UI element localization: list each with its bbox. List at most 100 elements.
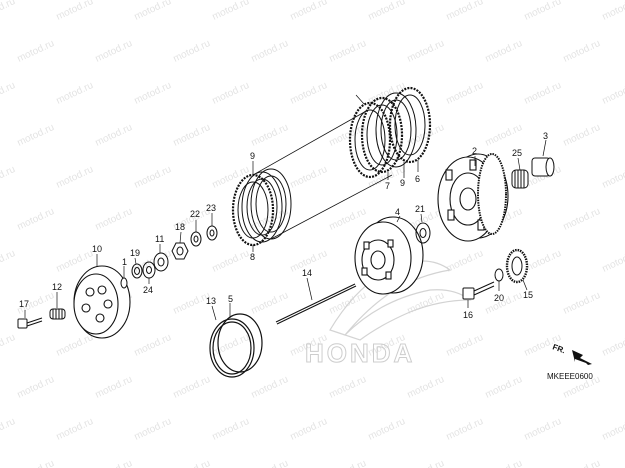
watermark-text: motod.ru [289, 416, 329, 443]
watermark-text: motod.ru [601, 164, 625, 191]
watermark-text: motod.ru [523, 248, 563, 275]
watermark-text: motod.ru [172, 458, 212, 468]
watermark-text: motod.ru [367, 416, 407, 443]
watermark-text: motod.ru [523, 0, 563, 23]
watermark-text: motod.ru [562, 290, 602, 317]
watermark-text: motod.ru [406, 374, 446, 401]
callout-labels: 1 2 3 4 5 6 7 8 9 9 10 11 12 13 14 15 16… [19, 131, 548, 320]
callout-16: 16 [463, 310, 473, 320]
watermark-text: motod.ru [328, 374, 368, 401]
callout-1: 1 [122, 257, 127, 267]
watermark-text: motod.ru [133, 164, 173, 191]
part-17-bolt [17, 317, 43, 329]
callout-3: 3 [543, 131, 548, 141]
watermark-text: motod.ru [250, 122, 290, 149]
watermark-text: motod.ru [445, 332, 485, 359]
watermark-text: motod.ru [601, 80, 625, 107]
watermark-text: motod.ru [133, 80, 173, 107]
watermark-text: motod.ru [601, 248, 625, 275]
watermark-text: motod.ru [484, 458, 524, 468]
watermark-text: motod.ru [445, 0, 485, 23]
watermark-text: motod.ru [328, 206, 368, 233]
part-11-lifter [153, 252, 169, 272]
part-4-clutch-center [354, 216, 424, 295]
callout-18: 18 [175, 222, 185, 232]
watermark-text: motod.ru [16, 374, 56, 401]
disc-stack-guide-lines [252, 109, 393, 240]
watermark-text: motod.ru [55, 416, 95, 443]
part-2-clutch-outer [437, 153, 509, 242]
watermark-text: motod.ru [250, 458, 290, 468]
watermark-text: motod.ru [445, 416, 485, 443]
watermark-text: motod.ru [94, 458, 134, 468]
callout-10: 10 [92, 244, 102, 254]
watermark-text: motod.ru [523, 416, 563, 443]
callout-9a: 9 [250, 151, 255, 161]
callout-21: 21 [415, 204, 425, 214]
part-19-washer [131, 263, 143, 279]
part-25-needle-bearing [511, 169, 529, 189]
watermark-text: motod.ru [0, 164, 17, 191]
part-1-bearing [120, 277, 128, 289]
leader-lines [24, 94, 547, 321]
watermark-text: motod.ru [250, 374, 290, 401]
watermark-text: motod.ru [601, 0, 625, 23]
watermark-text: motod.ru [16, 206, 56, 233]
watermark-text: motod.ru [250, 38, 290, 65]
watermark-text: motod.ru [16, 122, 56, 149]
callout-13: 13 [206, 296, 216, 306]
part-20-washer [494, 268, 504, 282]
part-16-bolt [462, 281, 495, 300]
watermark-text: motod.ru [601, 332, 625, 359]
watermark-text: motod.ru [0, 332, 17, 359]
part-14-pushrod [275, 283, 357, 325]
watermark-text: motod.ru [484, 122, 524, 149]
callout-23: 23 [206, 203, 216, 213]
watermark-text: motod.ru [484, 374, 524, 401]
part-8-9-disc-stack-front [231, 168, 292, 247]
watermark-text: motod.ru [94, 38, 134, 65]
watermark-text: motod.ru [484, 38, 524, 65]
watermark-text: motod.ru [55, 164, 95, 191]
watermark-text: motod.ru [16, 458, 56, 468]
watermark-text: motod.ru [16, 38, 56, 65]
part-23-washer [206, 225, 218, 241]
diagram-code: MKEEE0600 [547, 372, 593, 381]
watermark-text: motod.ru [133, 0, 173, 23]
watermark-text: motod.ru [211, 0, 251, 23]
honda-wing-logo: HONDA [305, 260, 472, 369]
part-15-oil-pump-gear [505, 248, 529, 284]
callout-8: 8 [250, 252, 255, 262]
callout-20: 20 [494, 293, 504, 303]
callout-17: 17 [19, 299, 29, 309]
callout-6: 6 [415, 174, 420, 184]
watermark-text: motod.ru [0, 0, 17, 23]
front-direction-indicator: FR. [551, 342, 592, 365]
callout-5: 5 [228, 294, 233, 304]
watermark-text: motod.ru [289, 80, 329, 107]
watermark-text: motod.ru [445, 248, 485, 275]
callout-11: 11 [155, 234, 164, 244]
callout-24: 24 [143, 285, 153, 295]
watermark-text: motod.ru [211, 248, 251, 275]
callout-12: 12 [52, 282, 62, 292]
watermark-text: motod.ru [406, 38, 446, 65]
watermark-text: motod.ru [250, 290, 290, 317]
watermark-text: motod.ru [55, 0, 95, 23]
watermark-text: motod.ru [172, 122, 212, 149]
watermark-text: motod.ru [367, 0, 407, 23]
watermark-text: motod.ru [0, 80, 17, 107]
callout-7: 7 [385, 181, 390, 191]
watermark-text: motod.ru [523, 80, 563, 107]
watermark-text: motod.ru [562, 122, 602, 149]
watermark-text: motod.ru [55, 80, 95, 107]
part-5-seat [217, 313, 263, 373]
watermark-text: motod.ru [445, 80, 485, 107]
part-3-collar [531, 157, 555, 177]
watermark-text: motod.ru [133, 332, 173, 359]
watermark-text: motod.ru [133, 416, 173, 443]
callout-4: 4 [395, 207, 400, 217]
part-6-7-9-disc-stack-rear [348, 86, 432, 179]
